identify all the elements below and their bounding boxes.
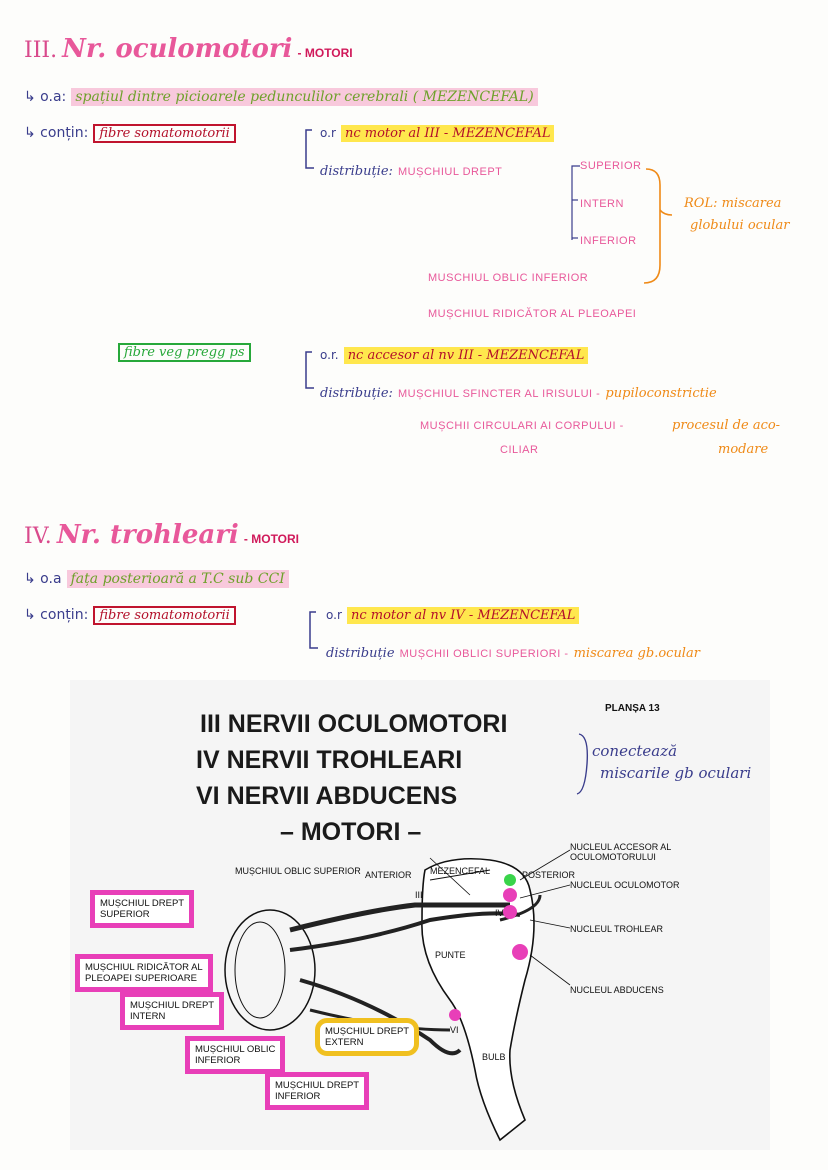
figure-title-2: IV NERVII TROHLEARI xyxy=(196,746,463,774)
muscle-oblic-inferior: MUSCHIUL OBLIC INFERIOR xyxy=(428,272,589,284)
drept-bracket xyxy=(571,165,580,240)
oa-label: ↳ o.a: xyxy=(24,89,67,105)
fibres-somatomotor: fibre somatomotorii xyxy=(93,124,236,143)
roman-numeral: IV. xyxy=(24,524,52,549)
nerve-diagram xyxy=(224,849,571,1142)
or-text: nc motor al III - MEZENCEFAL xyxy=(340,125,555,142)
oa-text: fața posterioară a T.C sub CCI xyxy=(66,570,289,588)
contains-label: ↳ conțin: xyxy=(24,125,89,141)
distribution-line-2: distribuție: MUȘCHIUL SFINCTER AL IRISUL… xyxy=(320,382,717,401)
section3-heading: III. Nr. oculomotori - MOTORI xyxy=(24,34,353,64)
bracket-lines xyxy=(305,129,314,169)
label-drept-extern: MUȘCHIUL DREPT EXTERN xyxy=(315,1018,420,1056)
nerve-label-vi: VI xyxy=(450,1025,459,1035)
rol-line1: ROL: miscarea xyxy=(684,196,782,211)
nerve-type: - MOTORI xyxy=(297,46,353,60)
bracket-lines-4 xyxy=(309,611,318,649)
function: miscarea gb.ocular xyxy=(573,646,700,661)
oa-label: ↳ o.a xyxy=(24,571,62,587)
drept-inferior: INFERIOR xyxy=(580,235,637,247)
origin-real-4: o.r nc motor al nv IV - MEZENCEFAL xyxy=(326,604,580,624)
muscle-sfincter: MUȘCHIUL SFINCTER AL IRISULUI - xyxy=(398,388,601,400)
fibres-somatomotor-4: fibre somatomotorii xyxy=(93,606,236,625)
fibres-vegetative: fibre veg pregg ps xyxy=(118,343,251,362)
label-oblic-superior: MUȘCHIUL OBLIC SUPERIOR xyxy=(235,866,361,876)
muscle-oblici: MUȘCHII OBLICI SUPERIORI - xyxy=(399,648,569,660)
label-drept-inferior: MUȘCHIUL DREPT INFERIOR xyxy=(265,1072,370,1110)
or-label: o.r xyxy=(326,608,342,622)
nerve-label-iii: III xyxy=(415,890,423,900)
proces-line2: modare xyxy=(718,442,769,457)
distrib2-label: distribuție: xyxy=(320,386,393,401)
drept-intern: INTERN xyxy=(580,198,624,210)
bracket-lines-2 xyxy=(305,351,314,389)
section-title: Nr. trohleari xyxy=(56,520,239,550)
pupilo-function: pupiloconstrictie xyxy=(605,386,717,401)
origin-real-1: o.r nc motor al III - MEZENCEFAL xyxy=(320,122,555,142)
contains-label: ↳ conțin: xyxy=(24,607,89,623)
orange-brace xyxy=(643,168,673,284)
label-oblic-inferior: MUȘCHIUL OBLIC INFERIOR xyxy=(185,1036,286,1074)
nerve-type: - MOTORI xyxy=(243,532,300,546)
anatomy-figure: PLANȘA 13 III NERVII OCULOMOTORI IV NERV… xyxy=(70,680,770,1150)
plansa-label: PLANȘA 13 xyxy=(605,703,660,714)
origin-real-2: o.r. nc accesor al nv III - MEZENCEFAL xyxy=(320,344,589,364)
section4-heading: IV. Nr. trohleari - MOTORI xyxy=(24,520,299,550)
note-brace xyxy=(576,733,589,795)
drept-superior: SUPERIOR xyxy=(580,160,642,172)
label-nucleul-oculomotor: NUCLEUL OCULOMOTOR xyxy=(570,880,680,890)
muscle-ridicator: MUȘCHIUL RIDICĂTOR AL PLEOAPEI xyxy=(428,308,637,320)
label-drept-intern: MUȘCHIUL DREPT INTERN xyxy=(120,992,225,1030)
figure-title-4: – MOTORI – xyxy=(280,818,422,846)
label-punte: PUNTE xyxy=(435,950,466,960)
or-text: nc motor al nv IV - MEZENCEFAL xyxy=(346,607,580,624)
label-nucleul-abducens: NUCLEUL ABDUCENS xyxy=(570,985,664,995)
section-title: Nr. oculomotori xyxy=(62,34,293,64)
figure-title-3: VI NERVII ABDUCENS xyxy=(196,782,458,810)
nerve-label-iv: IV xyxy=(495,908,504,918)
label-bulb: BULB xyxy=(482,1052,506,1062)
roman-numeral: III. xyxy=(24,38,58,63)
rol-line2: globului ocular xyxy=(690,218,790,233)
label-mezencefal: MEZENCEFAL xyxy=(430,866,491,876)
muscle-circular-1: MUȘCHII CIRCULARI AI CORPULUI - xyxy=(420,420,624,432)
distribution-line-4: distribuție MUȘCHII OBLICI SUPERIORI - m… xyxy=(326,642,700,661)
label-ridicator: MUȘCHIUL RIDICĂTOR AL PLEOAPEI SUPERIOAR… xyxy=(75,954,213,992)
or-label: o.r xyxy=(320,126,336,140)
proces-line1: procesul de aco- xyxy=(672,418,781,433)
figure-title-1: III NERVII OCULOMOTORI xyxy=(200,710,508,738)
distribution-line: distribuție: MUȘCHIUL DREPT xyxy=(320,160,502,179)
muscle-drept: MUȘCHIUL DREPT xyxy=(398,166,503,178)
or2-label: o.r. xyxy=(320,348,339,362)
oa-text: spațiul dintre picioarele pedunculilor c… xyxy=(71,88,538,106)
distrib-label: distribuție: xyxy=(320,164,393,179)
muscle-circular-2: CILIAR xyxy=(500,444,539,456)
label-drept-superior: MUȘCHIUL DREPT SUPERIOR xyxy=(90,890,195,928)
distrib-label: distribuție xyxy=(326,646,395,661)
label-nucleul-trohlear: NUCLEUL TROHLEAR xyxy=(570,924,664,934)
contains-line: ↳ conțin: fibre somatomotorii xyxy=(24,122,236,143)
or2-text: nc accesor al nv III - MEZENCEFAL xyxy=(343,347,589,364)
label-nucleul-accesor: NUCLEUL ACCESOR AL OCULOMOTORULUI xyxy=(570,842,672,862)
origin-apparent-line: ↳ o.a: spațiul dintre picioarele peduncu… xyxy=(24,86,538,106)
note-line1: conectează xyxy=(592,742,678,760)
label-anterior: ANTERIOR xyxy=(365,870,412,880)
note-line2: miscarile gb oculari xyxy=(600,764,752,782)
label-posterior: POSTERIOR xyxy=(522,870,576,880)
contains-line-4: ↳ conțin: fibre somatomotorii xyxy=(24,604,236,625)
origin-apparent-line-4: ↳ o.a fața posterioară a T.C sub CCI xyxy=(24,568,289,588)
